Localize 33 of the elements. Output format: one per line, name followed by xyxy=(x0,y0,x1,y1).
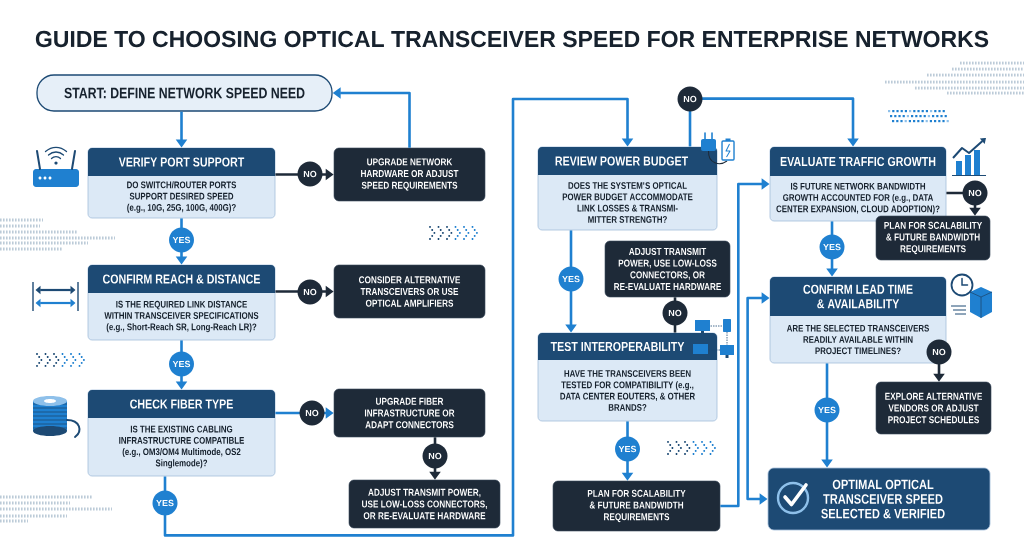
action-box: EXPLORE ALTERNATIVE VENDORS OR ADJUST PROJECT SCHEDULES xyxy=(875,381,992,435)
result-box: OPTIMAL OPTICAL TRANSCEIVER SPEED SELECTED & VERIFIED xyxy=(767,467,991,531)
action-box: UPGRADE NETWORK HARDWARE OR ADJUST SPEED REQUIREMENTS xyxy=(333,147,486,202)
action-box: ADJUST TRANSMIT POWER, USE LOW-LOSS CONNECTORS, OR RE-EVALUATE HARDWARE xyxy=(348,479,501,529)
edge-label: YES xyxy=(819,234,845,260)
edge-label: NO xyxy=(299,400,325,426)
step-heading: CONFIRM LEAD TIME & AVAILABILITY xyxy=(770,277,946,316)
start-terminal: START: DEFINE NETWORK SPEED NEED xyxy=(36,74,333,112)
edge-label: YES xyxy=(152,490,178,516)
action-box: UPGRADE FIBER INFRASTRUCTURE OR ADAPT CONNECTORS xyxy=(333,388,486,438)
step-heading: VERIFY PORT SUPPORT xyxy=(88,148,275,176)
step-heading: CONFIRM REACH & DISTANCE xyxy=(88,265,275,293)
action-box: PLAN FOR SCALABILITY & FUTURE BANDWIDTH REQUIREMENTS xyxy=(552,480,721,532)
edge-label: YES xyxy=(615,436,640,462)
step-heading: REVIEW POWER BUDGET xyxy=(538,147,717,175)
edge-label: YES xyxy=(558,266,584,292)
action-box: PLAN FOR SCALABILITY & FUTURE BANDWIDTH REQUIREMENTS xyxy=(875,215,991,261)
edge-label: NO xyxy=(422,443,448,469)
edge-label: NO xyxy=(297,279,323,305)
arrow xyxy=(688,97,859,147)
step-heading: CHECK FIBER TYPE xyxy=(88,390,275,418)
edge-label: YES xyxy=(814,397,840,423)
edge-label: YES xyxy=(169,227,194,253)
edge-label: NO xyxy=(677,86,703,112)
edge-label: NO xyxy=(962,180,988,206)
action-box: CONSIDER ALTERNATIVE TRANSCEIVERS OR USE OPTICAL AMPLIFIERS xyxy=(333,264,486,319)
action-box: ADJUST TRANSMIT POWER, USE LOW-LOSS CONNECTORS, OR RE-EVALUATE HARDWARE xyxy=(604,240,731,298)
title: GUIDE TO CHOOSING OPTICAL TRANSCEIVER SPEED FOR ENTERPRISE NETWORKS xyxy=(35,30,989,48)
step-heading: EVALUATE TRAFFIC GROWTH xyxy=(770,147,946,176)
edge-label: YES xyxy=(169,351,194,377)
edge-label: NO xyxy=(926,339,952,365)
edge-label: NO xyxy=(297,161,323,187)
step-heading: TEST INTEROPERABILITY xyxy=(538,333,717,360)
